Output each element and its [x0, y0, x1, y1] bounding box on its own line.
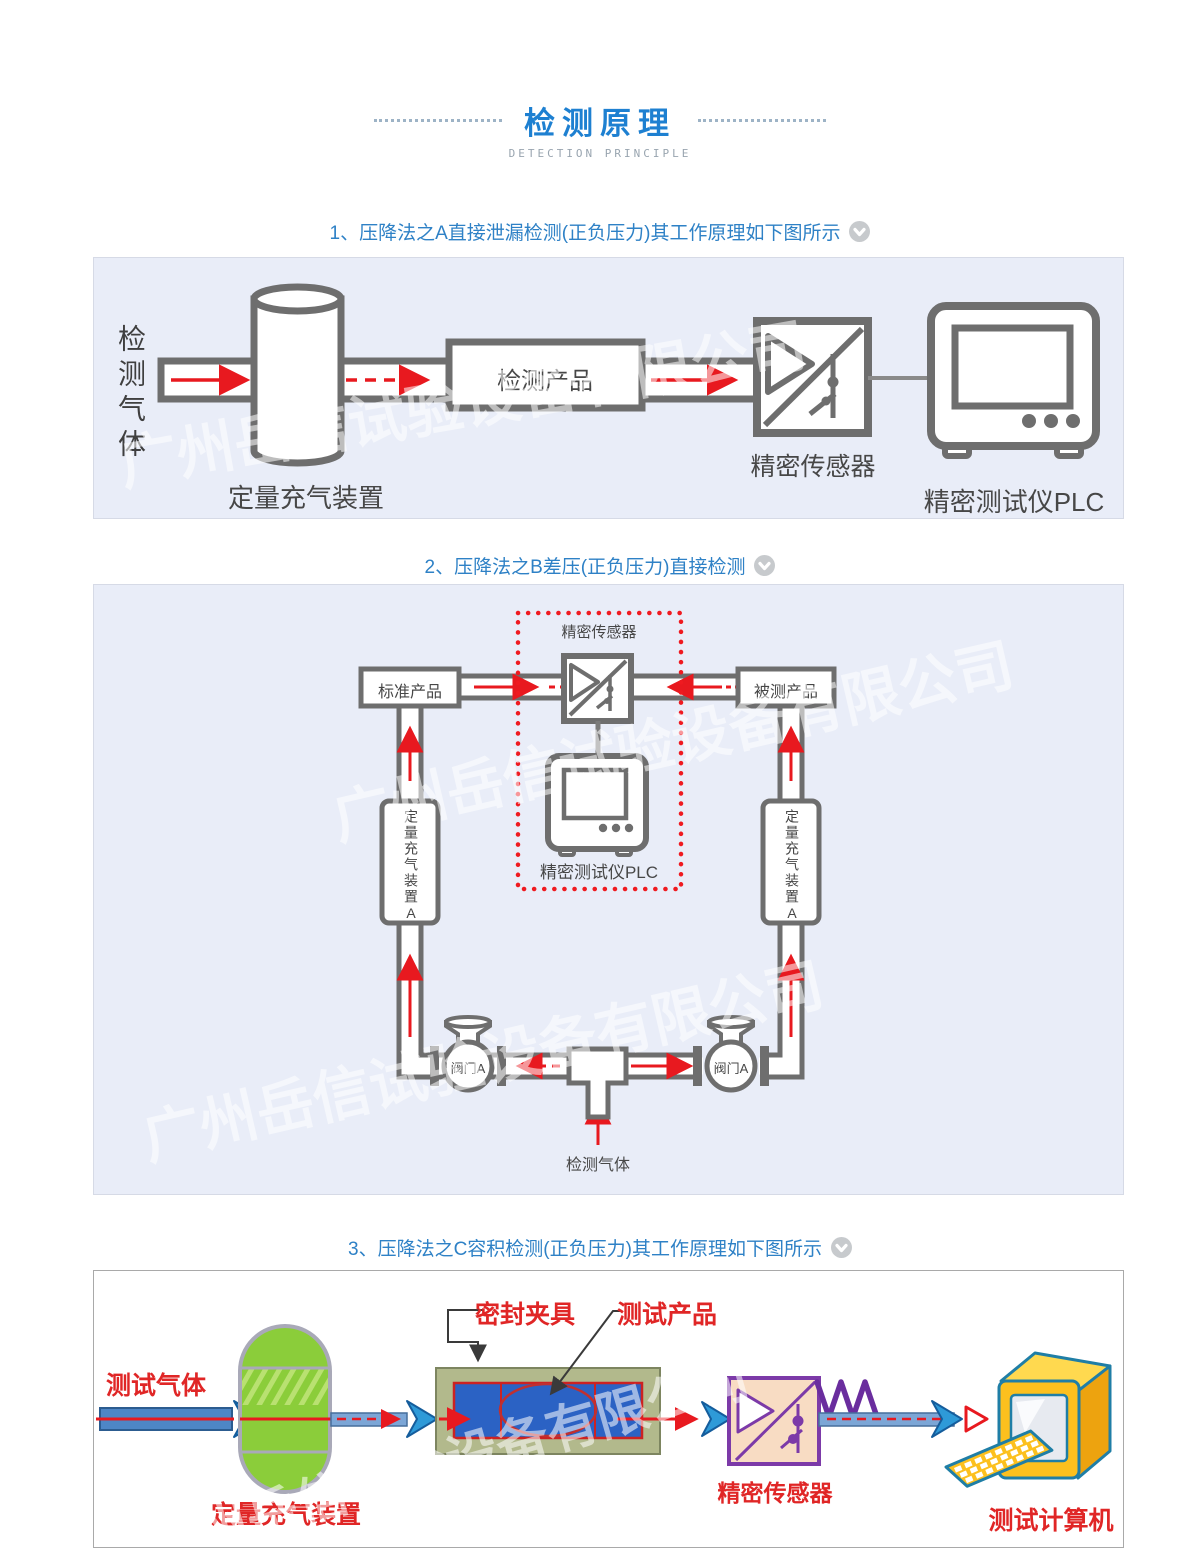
valve-right-label: 阀门A	[713, 1061, 749, 1076]
diagram2-panel: 精密传感器 标准产品 被测产品 精密测试仪PLC 定量充气装置A 定量充气装置A…	[93, 584, 1124, 1195]
sensor-icon	[727, 1376, 821, 1466]
tank-label: 定量充气装置	[227, 483, 385, 513]
flow-arrow-icon	[406, 1400, 438, 1438]
dotted-boundary	[515, 610, 684, 892]
page-title-block: 检测原理	[0, 98, 1200, 143]
flow-arrow-icon	[701, 1401, 731, 1437]
tank-left-label: 定量充气装置A	[403, 809, 419, 923]
gas-label-vertical: 检测气体	[115, 324, 146, 464]
tank-capsule	[238, 1324, 332, 1494]
sensor-icon	[753, 317, 872, 437]
section2-heading-text: 2、压降法之B差压(正负压力)直接检测	[424, 557, 746, 578]
tested-product-label: 被测产品	[753, 684, 819, 701]
section1-heading: 1、压降法之A直接泄漏检测(正负压力)其工作原理如下图所示	[0, 218, 1200, 245]
tested-product-box	[735, 666, 837, 709]
keyboard-icon	[944, 1429, 1054, 1488]
flow-arrow-icon	[931, 1400, 963, 1438]
title-divider-right	[698, 119, 826, 122]
sensor-label: 精密传感器	[561, 624, 637, 641]
chevron-down-icon[interactable]	[849, 221, 871, 242]
standard-product-box	[358, 666, 462, 709]
red-arrowhead-icon	[964, 1405, 989, 1433]
page-subtitle: DETECTION PRINCIPLE	[508, 147, 692, 160]
sensor-label: 精密传感器	[717, 1480, 833, 1507]
section2-heading: 2、压降法之B差压(正负压力)直接检测	[0, 552, 1200, 579]
spring-zigzag-icon	[814, 1379, 880, 1420]
sensor-label: 精密传感器	[750, 453, 876, 481]
product-box	[445, 338, 646, 412]
section3-heading: 3、压降法之C容积检测(正负压力)其工作原理如下图所示	[0, 1234, 1200, 1261]
title-divider-left	[374, 119, 502, 122]
tank-cylinder-right	[760, 798, 822, 926]
fixture-callout-line	[447, 1309, 487, 1363]
chevron-down-glyph	[853, 227, 867, 237]
chevron-down-glyph	[835, 1243, 848, 1253]
diagram2-canvas	[358, 610, 837, 1145]
seal-fixture	[435, 1367, 699, 1455]
chevron-down-icon[interactable]	[830, 1237, 852, 1258]
gas-label: 检测气体	[565, 1157, 631, 1174]
product-label: 检测产品	[497, 368, 593, 395]
plc-monitor-icon	[545, 753, 649, 857]
page-title: 检测原理	[524, 106, 676, 141]
diagram3-canvas	[96, 1309, 1112, 1494]
section1-heading-text: 1、压降法之A直接泄漏检测(正负压力)其工作原理如下图所示	[329, 223, 841, 244]
t-junction	[566, 1046, 629, 1120]
diagram3-panel: 测试气体 定量充气装置 密封夹具 测试产品 精密传感器 测试计算机 广州岳信试验…	[93, 1270, 1124, 1548]
computer-label: 测试计算机	[988, 1506, 1114, 1535]
product-label: 测试产品	[616, 1300, 718, 1329]
fixture-label: 密封夹具	[474, 1300, 576, 1329]
tank-right-label: 定量充气装置A	[784, 809, 800, 923]
tank-cylinder	[250, 283, 345, 467]
valve-icon-right	[693, 1015, 769, 1093]
valve-left-label: 阀门A	[450, 1061, 486, 1076]
tester-label: 精密测试仪PLC	[923, 487, 1105, 517]
plc-monitor-icon	[927, 302, 1100, 459]
section3-heading-text: 3、压降法之C容积检测(正负压力)其工作原理如下图所示	[348, 1239, 822, 1260]
diagram1-panel: 检测气体 定量充气装置 检测产品 精密传感器 精密测试仪PLC 广州岳信试验设备…	[93, 257, 1124, 519]
standard-product-label: 标准产品	[377, 684, 443, 701]
tank-cylinder-left	[379, 798, 441, 926]
chevron-down-glyph	[758, 561, 772, 571]
chevron-down-icon[interactable]	[754, 555, 776, 576]
product-callout-line	[549, 1310, 622, 1396]
tank-label: 定量充气装置	[210, 1500, 362, 1529]
tester-label: 精密测试仪PLC	[539, 863, 659, 882]
sensor-icon	[561, 653, 634, 724]
valve-icon-left	[430, 1015, 506, 1093]
diagram1-canvas	[157, 283, 1100, 467]
gas-label: 测试气体	[105, 1371, 207, 1400]
